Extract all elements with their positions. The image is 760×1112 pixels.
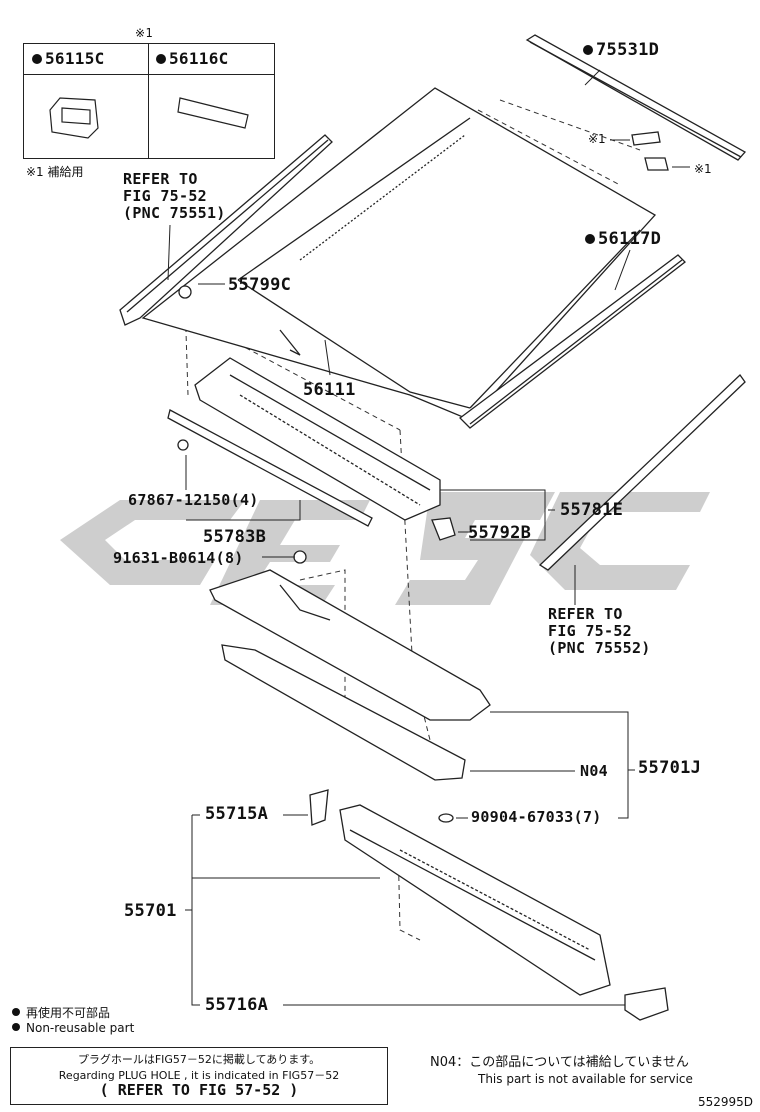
part-label-75531D[interactable]: 75531D bbox=[583, 40, 659, 60]
supply-mark: ※1 bbox=[694, 162, 712, 176]
part-label-55799C[interactable]: 55799C bbox=[228, 275, 292, 295]
leader-lines bbox=[167, 69, 690, 1006]
refer-bottom-right-line3: (PNC 75552) bbox=[548, 639, 651, 657]
part-label-55792B[interactable]: 55792B bbox=[468, 523, 532, 543]
note-en: Regarding PLUG HOLE , it is indicated in… bbox=[58, 1069, 340, 1082]
non-reusable-dot-icon bbox=[156, 54, 166, 64]
part-label-55701J[interactable]: 55701J bbox=[638, 758, 702, 778]
windshield-glass bbox=[141, 87, 657, 421]
inset-footnote: ※1 補給用 bbox=[26, 165, 84, 179]
non-reusable-dot-icon bbox=[32, 54, 42, 64]
inset-divider bbox=[24, 74, 274, 75]
non-reusable-dot-icon bbox=[583, 45, 593, 55]
refer-top-left-line1: REFER TO bbox=[123, 170, 198, 188]
note-jp: プラグホールはFIG57－52に掲載してあります。 bbox=[77, 1053, 321, 1066]
non-reusable-dot-icon bbox=[12, 1008, 20, 1016]
inset-divider bbox=[148, 44, 149, 158]
refer-top-left-line3: (PNC 75551) bbox=[123, 204, 226, 222]
n04-note-jp: N04：この部品については補給していません bbox=[430, 1055, 689, 1070]
refer-bottom-right-line2[interactable]: FIG 75-52 bbox=[548, 622, 632, 640]
part-label-N04[interactable]: N04 bbox=[580, 762, 608, 780]
cowl-lower-55701 bbox=[339, 804, 611, 996]
inset-clips bbox=[49, 97, 249, 139]
note-ref-link[interactable]: ( REFER TO FIG 57-52 ) bbox=[99, 1081, 299, 1099]
part-label-56116C[interactable]: 56116C bbox=[156, 49, 229, 68]
plug-hole-note-box: プラグホールはFIG57－52に掲載してあります。 Regarding PLUG… bbox=[10, 1047, 388, 1105]
part-label-67867-12150[interactable]: 67867-12150(4) bbox=[128, 491, 259, 509]
non-reusable-dot-icon bbox=[12, 1023, 20, 1031]
supply-mark: ※1 bbox=[588, 132, 606, 146]
refer-top-left-line2[interactable]: FIG 75-52 bbox=[123, 187, 207, 205]
figure-id: 552995D bbox=[698, 1095, 754, 1109]
cowl-panel-55701J bbox=[209, 569, 491, 781]
refer-bottom-right-line1: REFER TO bbox=[548, 605, 623, 623]
brackets bbox=[309, 131, 669, 1021]
inset-box bbox=[23, 43, 275, 159]
part-label-56117D[interactable]: 56117D bbox=[585, 229, 661, 249]
part-label-55715A[interactable]: 55715A bbox=[205, 804, 269, 824]
part-label-55716A[interactable]: 55716A bbox=[205, 995, 269, 1015]
part-label-55783B[interactable]: 55783B bbox=[203, 527, 267, 547]
legend-jp: 再使用不可部品 bbox=[12, 1004, 110, 1021]
right-side-molding bbox=[538, 374, 746, 571]
molding-56117D bbox=[459, 254, 686, 429]
cowl-louver bbox=[167, 357, 441, 527]
part-label-91631-B0614[interactable]: 91631-B0614(8) bbox=[113, 549, 244, 567]
left-side-molding bbox=[119, 134, 333, 326]
molding-75531D bbox=[525, 34, 747, 161]
part-label-55781E[interactable]: 55781E bbox=[560, 500, 624, 520]
part-label-90904-67033[interactable]: 90904-67033(7) bbox=[471, 808, 602, 826]
non-reusable-dot-icon bbox=[585, 234, 595, 244]
legend-en: Non-reusable part bbox=[12, 1021, 134, 1035]
inset-note-mark: ※1 bbox=[135, 26, 153, 40]
n04-note-en: This part is not available for service bbox=[478, 1072, 693, 1086]
clips bbox=[177, 285, 454, 823]
part-label-55701[interactable]: 55701 bbox=[124, 901, 177, 921]
part-label-56111[interactable]: 56111 bbox=[303, 380, 356, 400]
part-label-56115C[interactable]: 56115C bbox=[32, 49, 105, 68]
